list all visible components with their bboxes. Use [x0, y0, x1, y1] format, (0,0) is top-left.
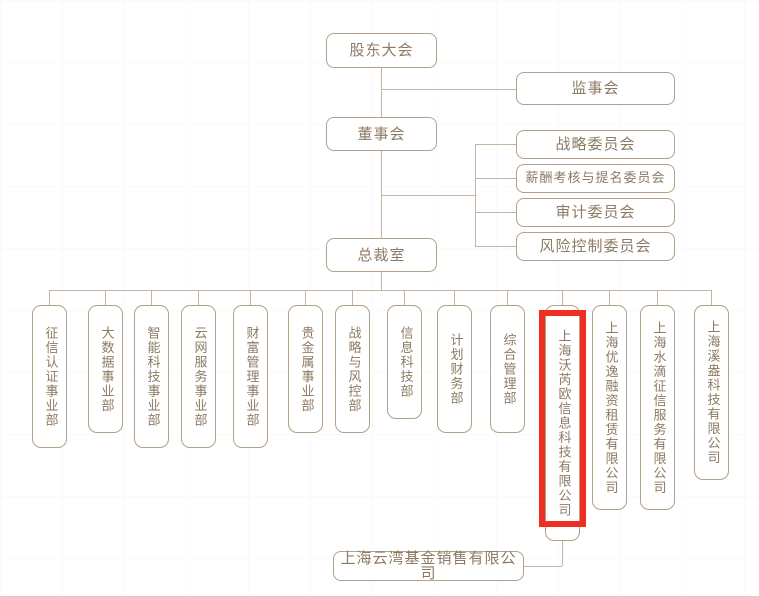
- node-label: 审计委员会: [555, 203, 636, 221]
- connector-spine-to-risk-committee: [475, 246, 516, 247]
- node-label: 计划财务部: [447, 332, 463, 406]
- drop-sub-shanghai-shuidi-credit: [657, 290, 658, 305]
- node-label: 上海溪盎科技有限公司: [704, 320, 720, 465]
- drop-sub-shanghai-xiyang-tech: [711, 290, 712, 305]
- node-dept-general-management[interactable]: 综合管理部: [490, 305, 525, 433]
- node-sub-shanghai-shuidi-credit[interactable]: 上海水滴征信服务有限公司: [640, 305, 675, 510]
- node-label: 上海优逸融资租赁有限公司: [602, 320, 618, 495]
- connector-spine-to-compensation-committee: [475, 178, 516, 179]
- drop-sub-shanghai-youyi-leasing: [609, 290, 610, 305]
- node-supervisory-board[interactable]: 监事会: [516, 72, 675, 105]
- connector-shareholders-to-supervisory: [381, 89, 516, 90]
- connector-spine-to-audit-committee: [475, 212, 516, 213]
- node-label: 信息科技部: [397, 325, 413, 399]
- drop-dept-cloud-network-service: [198, 290, 199, 305]
- node-label: 风险控制委员会: [539, 237, 652, 255]
- drop-dept-planning-finance: [454, 290, 455, 305]
- node-audit-committee[interactable]: 审计委员会: [516, 198, 675, 227]
- connector-spine-to-strategy-committee: [475, 144, 516, 145]
- node-dept-information-technology[interactable]: 信息科技部: [387, 305, 422, 419]
- node-label: 董事会: [357, 124, 406, 143]
- drop-sub-shanghai-woruiou: [562, 290, 563, 305]
- node-dept-cloud-network-service[interactable]: 云网服务事业部: [181, 305, 216, 448]
- drop-dept-general-management: [507, 290, 508, 305]
- node-compensation-nomination-committee[interactable]: 薪酬考核与提名委员会: [516, 164, 675, 193]
- connector-yunwan-horizontal: [524, 566, 562, 567]
- node-label: 综合管理部: [500, 332, 516, 406]
- node-dept-wealth-management[interactable]: 财富管理事业部: [233, 305, 268, 448]
- node-label: 战略与风控部: [345, 325, 361, 413]
- node-label: 股东大会: [349, 41, 414, 59]
- connector-board-to-committee-spine: [381, 195, 475, 196]
- node-sub-shanghai-xiyang-tech[interactable]: 上海溪盎科技有限公司: [694, 305, 729, 480]
- department-bus: [49, 290, 711, 291]
- node-sub-shanghai-youyi-leasing[interactable]: 上海优逸融资租赁有限公司: [592, 305, 627, 510]
- node-label: 云网服务事业部: [191, 325, 207, 428]
- node-label: 智能科技事业部: [144, 325, 160, 428]
- node-label: 大数据事业部: [98, 325, 114, 413]
- committee-spine: [475, 144, 476, 247]
- node-sub-shanghai-yunwan-fund[interactable]: 上海云湾基金销售有限公司: [333, 551, 524, 581]
- node-label: 上海水滴征信服务有限公司: [650, 320, 666, 495]
- node-label: 上海沃芮欧信息科技有限公司: [555, 328, 571, 518]
- node-label: 征信认证事业部: [42, 325, 58, 428]
- drop-dept-intelligent-technology: [151, 290, 152, 305]
- node-dept-big-data[interactable]: 大数据事业部: [88, 305, 123, 433]
- node-board-of-directors[interactable]: 董事会: [326, 117, 437, 151]
- node-dept-precious-metals[interactable]: 贵金属事业部: [288, 305, 323, 433]
- node-label: 贵金属事业部: [298, 325, 314, 413]
- node-label: 上海云湾基金销售有限公司: [340, 549, 517, 582]
- node-label: 薪酬考核与提名委员会: [525, 171, 666, 186]
- node-shareholders-meeting[interactable]: 股东大会: [326, 33, 437, 68]
- drop-dept-precious-metals: [305, 290, 306, 305]
- connector-woruiou-to-yunwan: [562, 541, 563, 566]
- node-risk-control-committee[interactable]: 风险控制委员会: [516, 232, 675, 261]
- node-dept-intelligent-technology[interactable]: 智能科技事业部: [134, 305, 169, 448]
- node-label: 总裁室: [357, 245, 406, 264]
- node-dept-planning-finance[interactable]: 计划财务部: [437, 305, 472, 433]
- drop-dept-wealth-management: [250, 290, 251, 305]
- node-sub-shanghai-woruiou[interactable]: 上海沃芮欧信息科技有限公司: [545, 305, 580, 541]
- node-label: 监事会: [571, 79, 620, 97]
- drop-dept-information-technology: [404, 290, 405, 305]
- connector-shareholders-to-board: [381, 68, 382, 118]
- drop-dept-big-data: [105, 290, 106, 305]
- drop-dept-credit-certification: [49, 290, 50, 305]
- node-strategy-committee[interactable]: 战略委员会: [516, 130, 675, 159]
- node-label: 财富管理事业部: [243, 325, 259, 428]
- node-presidents-office[interactable]: 总裁室: [326, 238, 437, 272]
- connector-president-to-bus: [381, 272, 382, 290]
- node-dept-strategy-risk-control[interactable]: 战略与风控部: [335, 305, 370, 433]
- node-dept-credit-certification[interactable]: 征信认证事业部: [32, 305, 67, 448]
- drop-dept-strategy-risk-control: [352, 290, 353, 305]
- node-label: 战略委员会: [555, 135, 636, 153]
